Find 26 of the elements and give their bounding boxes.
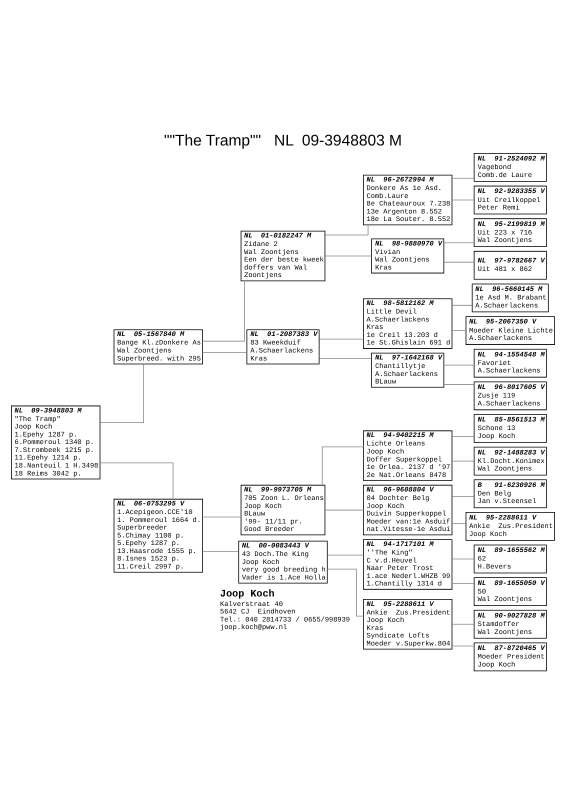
connector [443,261,474,262]
connector [324,509,364,510]
connector [100,462,174,499]
connector [322,446,364,485]
connector [452,177,474,178]
connector [202,550,239,552]
connector [452,582,474,584]
connector [443,364,474,366]
connector [443,242,474,243]
connector [100,363,144,423]
connector [202,280,245,342]
connector [452,304,472,306]
connector [452,623,474,624]
connector [452,558,474,559]
connector [452,460,474,461]
connector [452,645,474,646]
connector [452,199,474,200]
connector [326,554,364,555]
label: Joop Koch [220,589,275,600]
connector [202,516,242,517]
connector [319,338,364,339]
connector [452,436,474,437]
connector [452,522,466,524]
connector [324,255,372,256]
connector [327,568,364,616]
diagram-title: ""The Tramp"" NL 09-3948803 M [164,132,402,150]
